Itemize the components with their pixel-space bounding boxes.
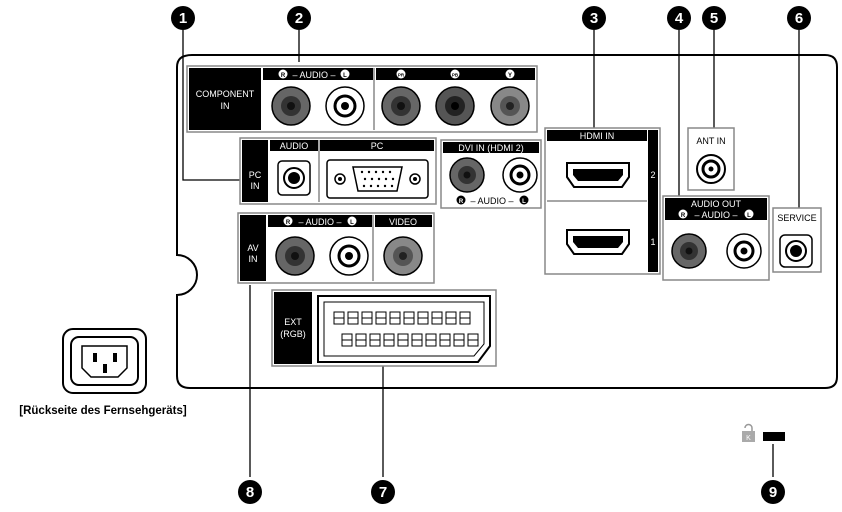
dvi-audio-r-mark: R — [459, 199, 464, 205]
component-audio-l-mark: L — [343, 73, 347, 79]
service-label: SERVICE — [777, 213, 816, 223]
service-jack — [779, 234, 813, 268]
ant-in-label: ANT IN — [696, 136, 725, 146]
dvi-audio-l-jack — [502, 157, 538, 193]
callout-2: 2 — [295, 10, 303, 27]
dvi-header: DVI IN (HDMI 2) — [458, 143, 524, 153]
component-audio-l-jack — [325, 86, 365, 126]
pc-in-label-line2: IN — [251, 181, 260, 191]
audio-out-r-mark: R — [681, 213, 686, 219]
callout-1: 1 — [179, 10, 187, 27]
pc-audio-header: AUDIO — [280, 141, 309, 151]
av-audio-header: – AUDIO – — [298, 217, 341, 227]
kensington-letter: K — [746, 435, 751, 442]
callout-leaders — [182, 30, 800, 477]
component-label-line2: IN — [221, 101, 230, 111]
component-y-jack — [490, 86, 530, 126]
av-audio-r-mark: R — [286, 220, 291, 226]
hdmi-header: HDMI IN — [580, 131, 615, 141]
component-pb-mark: PB — [452, 73, 459, 78]
av-in-label-line2: IN — [249, 254, 258, 264]
av-audio-r-jack — [275, 236, 315, 276]
component-audio-r-mark: R — [281, 73, 286, 79]
hdmi-port-1 — [566, 229, 630, 255]
pc-in-label-line1: PC — [249, 170, 262, 180]
dvi-audio-r-jack — [449, 157, 485, 193]
scart-connector — [317, 295, 491, 363]
av-audio-l-jack — [329, 236, 369, 276]
ext-label-line2: (RGB) — [280, 329, 306, 339]
kensington-lock-icon — [742, 423, 755, 442]
av-in-label-line1: AV — [247, 243, 258, 253]
hdmi-port-2 — [566, 162, 630, 188]
kensington-slot — [763, 432, 785, 441]
component-pb-jack — [435, 86, 475, 126]
hdmi-port-1-label: 1 — [650, 237, 655, 247]
rear-caption: [Rückseite des Fernsehgeräts] — [19, 405, 187, 417]
audio-out-header: AUDIO OUT — [691, 199, 742, 209]
callout-3: 3 — [590, 10, 598, 27]
callout-6: 6 — [795, 10, 803, 27]
ant-in-connector — [696, 154, 726, 184]
av-video-jack — [383, 236, 423, 276]
callout-8: 8 — [246, 484, 254, 501]
callout-7: 7 — [379, 484, 387, 501]
audio-out-l-mark: L — [747, 213, 751, 219]
dvi-audio-footer: – AUDIO – — [470, 196, 513, 206]
audio-out-r-jack — [671, 233, 707, 269]
av-audio-l-mark: L — [350, 220, 354, 226]
ext-label-line1: EXT — [284, 317, 302, 327]
pc-header: PC — [371, 141, 384, 151]
dvi-audio-l-mark: L — [522, 199, 526, 205]
audio-out-l-jack — [726, 233, 762, 269]
av-video-header: VIDEO — [389, 217, 417, 227]
component-label-line1: COMPONENT — [196, 89, 255, 99]
callout-4: 4 — [675, 10, 684, 27]
callout-circles — [171, 6, 811, 504]
component-audio-r-jack — [271, 86, 311, 126]
component-pr-mark: PR — [398, 73, 405, 78]
power-socket-icon — [62, 328, 147, 394]
callout-5: 5 — [710, 10, 718, 27]
component-audio-header: – AUDIO – — [292, 70, 335, 80]
pc-audio-jack — [277, 160, 311, 196]
component-pr-jack — [381, 86, 421, 126]
audio-out-audio-header: – AUDIO – — [694, 210, 737, 220]
hdmi-port-2-label: 2 — [650, 170, 655, 180]
callout-9: 9 — [769, 484, 777, 501]
vga-port — [326, 159, 429, 199]
component-y-mark: Y — [508, 73, 512, 79]
